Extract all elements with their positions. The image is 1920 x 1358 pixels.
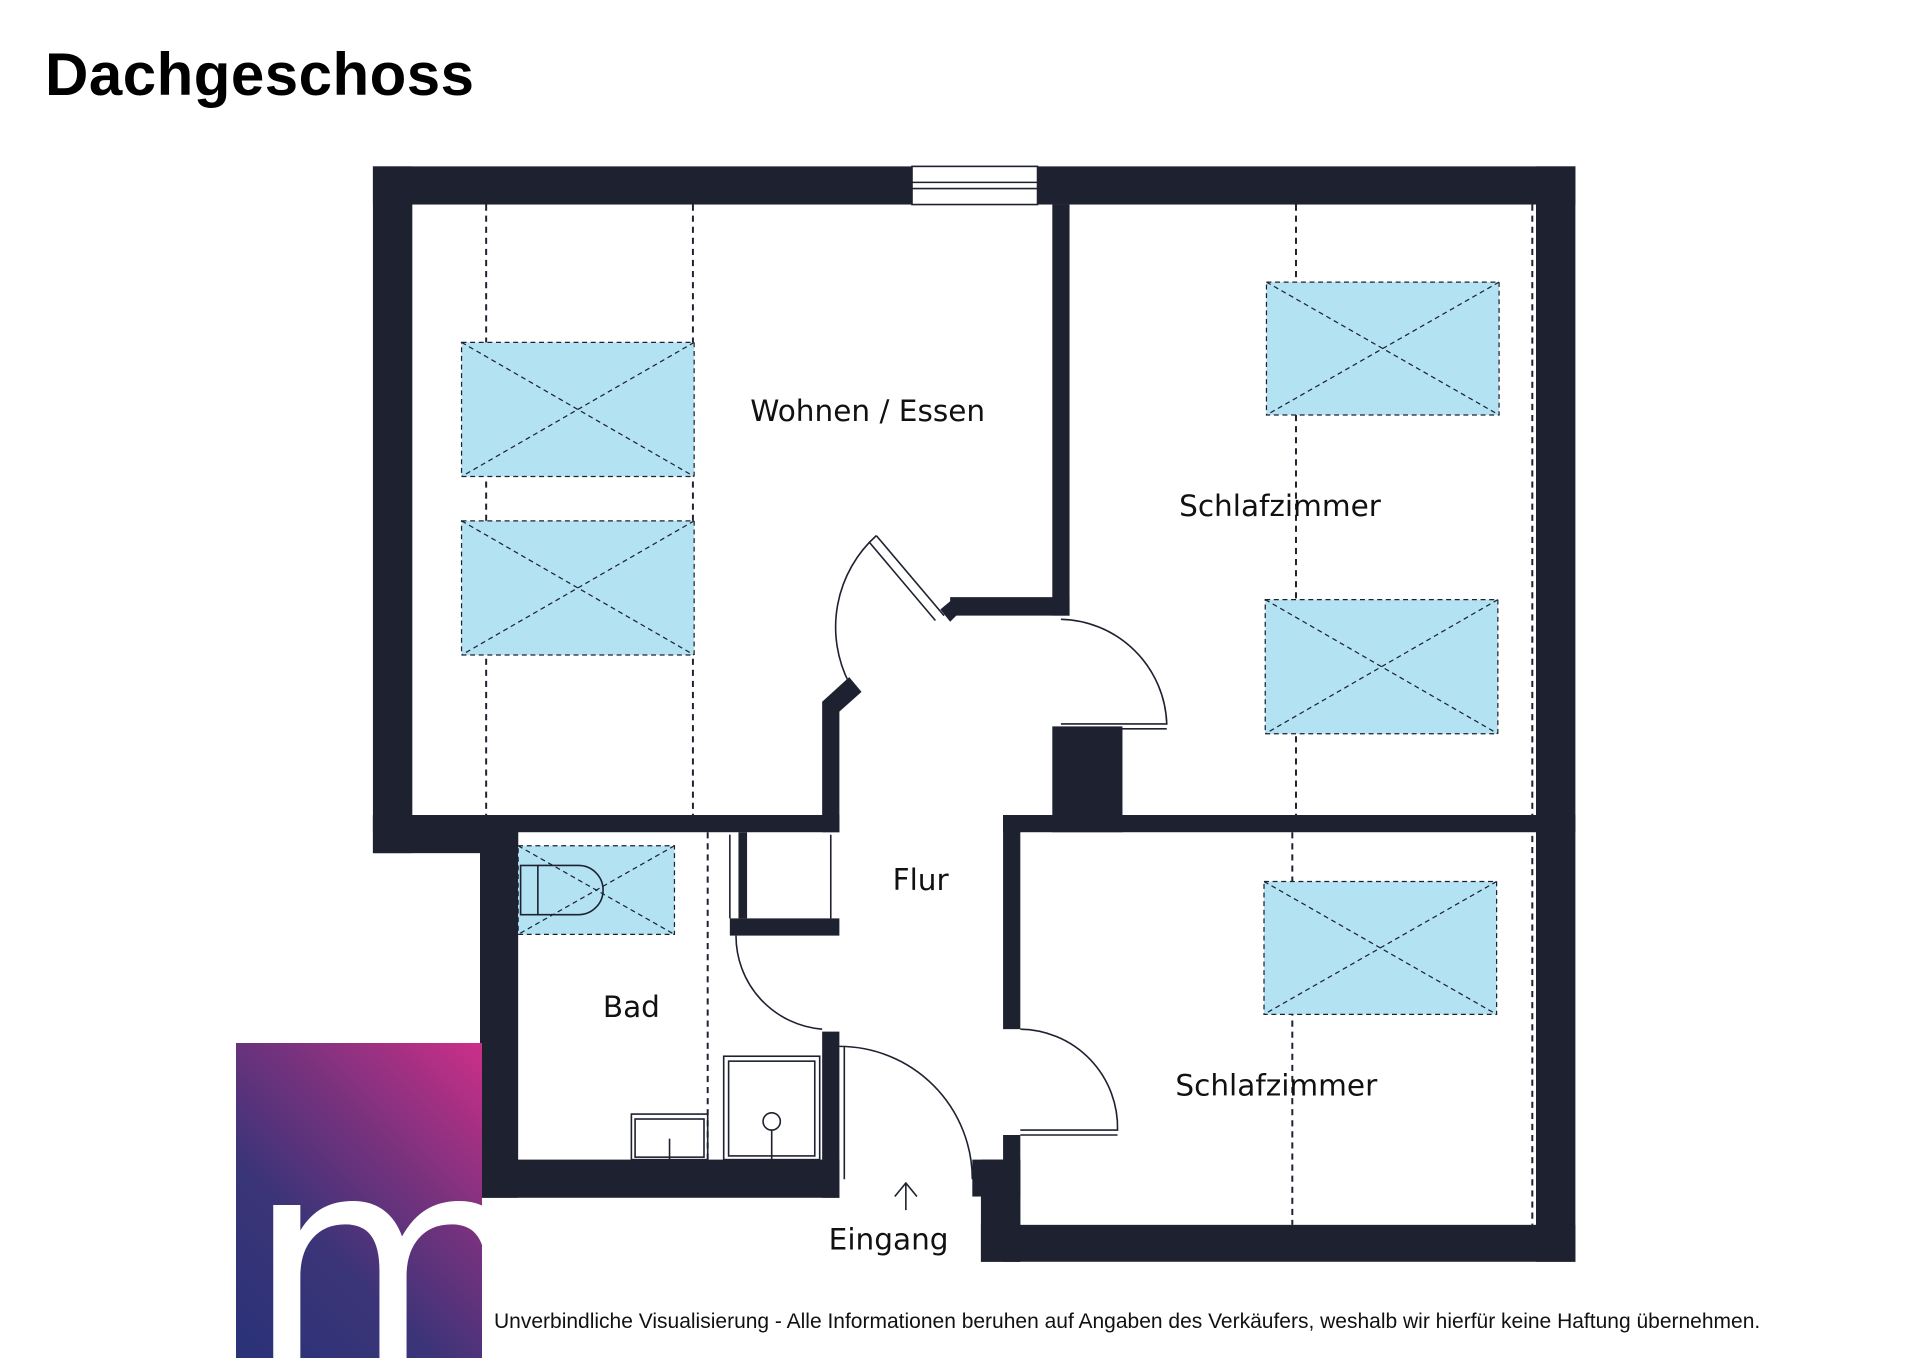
toilet-icon xyxy=(519,864,604,916)
room-label-hall: Flur xyxy=(893,863,950,897)
skylight xyxy=(1264,599,1499,735)
brand-logo: m xyxy=(236,1043,482,1358)
room-label-bedroom-1: Schlafzimmer xyxy=(1179,489,1382,523)
skylight xyxy=(460,341,695,478)
window xyxy=(911,165,1039,206)
sink-icon xyxy=(630,1113,709,1161)
entrance-label: Eingang xyxy=(829,1222,949,1256)
skylights xyxy=(460,281,1500,1016)
room-labels: Wohnen / Essen Schlafzimmer Flur Schlafz… xyxy=(603,394,1382,1256)
skylight xyxy=(460,520,695,656)
shower-icon xyxy=(722,1055,821,1161)
skylight xyxy=(517,845,676,936)
fixtures xyxy=(519,864,918,1211)
skylight xyxy=(1265,281,1500,416)
entrance-arrow-icon xyxy=(894,1181,918,1211)
doors xyxy=(729,535,1168,1180)
walls xyxy=(372,166,1576,1262)
room-label-bedroom-2: Schlafzimmer xyxy=(1175,1069,1378,1103)
page-title: Dachgeschoss xyxy=(45,41,475,108)
room-label-living: Wohnen / Essen xyxy=(750,394,985,428)
skylight xyxy=(1263,880,1498,1016)
room-label-bath: Bad xyxy=(603,990,660,1024)
logo-letter: m xyxy=(246,1173,482,1358)
disclaimer-text: Unverbindliche Visualisierung - Alle Inf… xyxy=(494,1310,1761,1333)
